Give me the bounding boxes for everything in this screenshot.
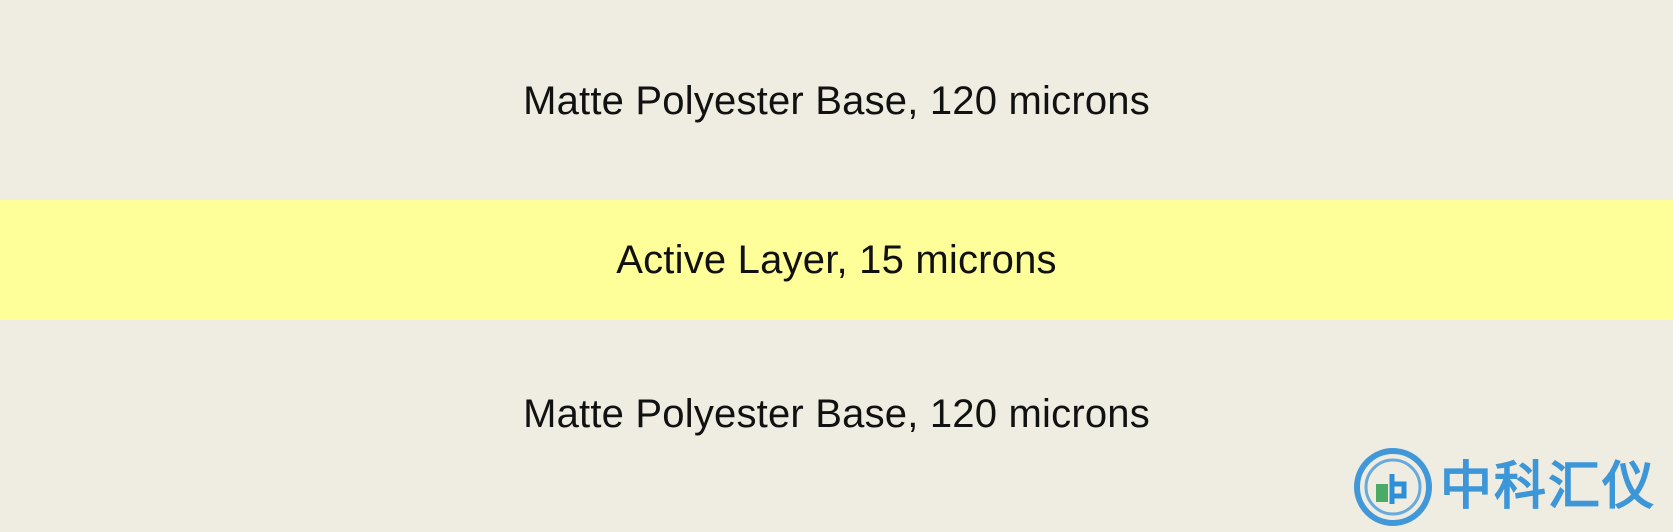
layer-top-base: Matte Polyester Base, 120 microns [0,0,1673,200]
watermark: 中科汇仪 [1352,446,1670,528]
watermark-text: 中科汇仪 [1440,457,1657,517]
layer-active: Active Layer, 15 microns [0,200,1673,320]
brand-logo-icon [1354,448,1432,526]
layer-bottom-base: Matte Polyester Base, 120 microns [0,320,1673,532]
layer-bottom-label: Matte Polyester Base, 120 microns [523,391,1150,436]
layer-active-label: Active Layer, 15 microns [616,237,1057,282]
layer-top-label: Matte Polyester Base, 120 microns [523,78,1150,123]
